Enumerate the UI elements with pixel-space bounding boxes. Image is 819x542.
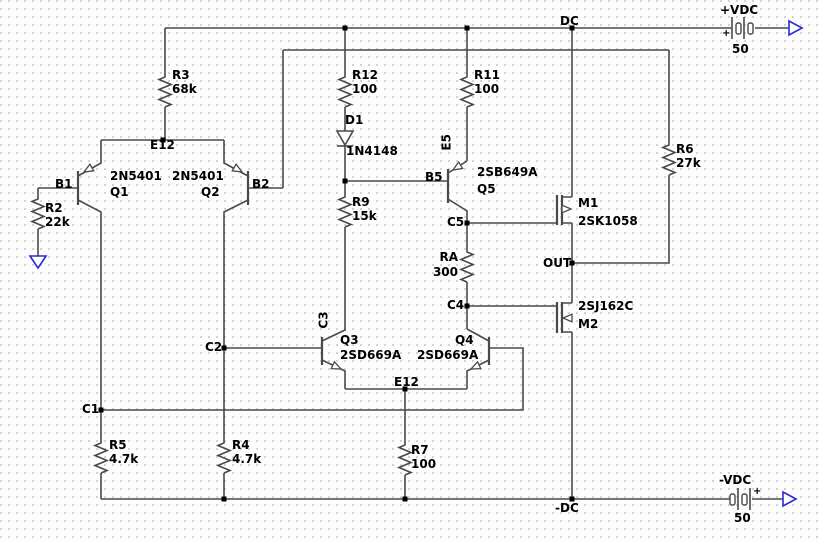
transistor-ref-Q1: Q1 xyxy=(110,185,129,199)
diode-D1[interactable] xyxy=(335,130,355,147)
resistor-ref-R9: R9 xyxy=(352,195,370,209)
source-plus-sign-vneg: + xyxy=(753,486,762,497)
resistor-RA[interactable] xyxy=(460,249,474,283)
node-label-C2: C2 xyxy=(205,340,223,354)
node-label-B2: B2 xyxy=(252,177,270,191)
wire xyxy=(37,27,789,500)
resistor-R2[interactable] xyxy=(31,196,45,230)
resistor-ref-R12: R12 xyxy=(352,68,378,82)
resistor-R7[interactable] xyxy=(398,442,412,476)
source-plus-sign-vpos: + xyxy=(722,28,731,39)
resistor-R9[interactable] xyxy=(338,194,352,228)
transistor-Q1[interactable] xyxy=(76,163,95,205)
node-label-DC: DC xyxy=(560,14,579,28)
node-label-OUT: OUT xyxy=(543,256,572,270)
transistor-part-Q2: 2N5401 xyxy=(172,169,224,183)
resistor-value-R4: 4.7k xyxy=(232,452,262,466)
ground-symbol[interactable] xyxy=(28,255,48,270)
source-label-vneg: -VDC xyxy=(719,473,752,487)
resistor-R5[interactable] xyxy=(94,440,108,474)
battery-vneg[interactable] xyxy=(729,488,751,510)
transistor-Q5[interactable] xyxy=(446,161,464,203)
resistor-ref-R6: R6 xyxy=(676,142,694,156)
node-label-C3: C3 xyxy=(316,311,331,329)
source-value-vneg: 50 xyxy=(734,511,751,525)
resistor-value-R2: 22k xyxy=(45,215,70,229)
resistor-ref-R4: R4 xyxy=(232,438,250,452)
resistor-ref-R3: R3 xyxy=(172,68,190,82)
mosfet-M1[interactable] xyxy=(555,195,572,225)
resistor-ref-R7: R7 xyxy=(411,443,429,457)
transistor-part-Q5: 2SB649A xyxy=(477,165,538,179)
port-arrow-vpos[interactable] xyxy=(788,19,804,37)
diode-value-D1: 1N4148 xyxy=(346,144,398,158)
resistor-value-R12: 100 xyxy=(352,82,378,96)
node-label-E12-bottom: E12 xyxy=(394,375,419,389)
transistor-ref-Q5: Q5 xyxy=(477,182,496,196)
resistor-value-R6: 27k xyxy=(676,156,701,170)
node-label-B1: B1 xyxy=(55,177,73,191)
resistor-ref-R11: R11 xyxy=(474,68,500,82)
resistor-R6[interactable] xyxy=(662,142,676,176)
resistor-value-R5: 4.7k xyxy=(109,452,139,466)
resistor-ref-R5: R5 xyxy=(109,438,127,452)
transistor-part-Q3: 2SD669A xyxy=(340,348,402,362)
source-value-vpos: 50 xyxy=(732,42,749,56)
mosfet-part-M2: 2SJ162C xyxy=(578,299,634,313)
diode-ref-D1: D1 xyxy=(345,113,364,127)
source-label-vpos: +VDC xyxy=(720,3,759,17)
node-label-C4: C4 xyxy=(447,298,465,312)
transistor-Q4[interactable] xyxy=(468,337,491,374)
node-label-B5: B5 xyxy=(425,170,443,184)
transistor-ref-Q4: Q4 xyxy=(455,333,474,347)
transistor-Q3[interactable] xyxy=(320,337,344,374)
mosfet-ref-M1: M1 xyxy=(578,196,599,210)
mosfet-ref-M2: M2 xyxy=(578,317,599,331)
resistor-ref-RA: RA xyxy=(439,250,458,264)
resistor-R4[interactable] xyxy=(217,440,231,474)
port-arrow-vneg[interactable] xyxy=(782,490,798,508)
node-label-E5: E5 xyxy=(439,134,454,151)
node-label-E12-top: E12 xyxy=(150,138,175,152)
node-label-C5: C5 xyxy=(447,215,465,229)
resistor-value-R11: 100 xyxy=(474,82,500,96)
transistor-part-Q4: 2SD669A xyxy=(417,348,479,362)
node-label-C1: C1 xyxy=(82,402,100,416)
resistor-value-RA: 300 xyxy=(432,265,458,279)
transistor-ref-Q2: Q2 xyxy=(201,185,220,199)
resistor-value-R9: 15k xyxy=(352,209,377,223)
resistor-R3[interactable] xyxy=(158,74,172,108)
node-label-neg-DC: -DC xyxy=(555,501,579,515)
resistor-value-R7: 100 xyxy=(411,457,437,471)
resistor-value-R3: 68k xyxy=(172,82,197,96)
resistor-R12[interactable] xyxy=(338,74,352,108)
mosfet-M2[interactable] xyxy=(555,302,573,333)
transistor-ref-Q3: Q3 xyxy=(340,333,359,347)
battery-vpos[interactable] xyxy=(731,17,754,39)
junction-dots xyxy=(98,25,575,502)
mosfet-part-M1: 2SK1058 xyxy=(578,214,638,228)
transistor-part-Q1: 2N5401 xyxy=(110,169,162,183)
resistor-R11[interactable] xyxy=(460,74,474,108)
transistor-Q2[interactable] xyxy=(231,163,250,205)
resistor-ref-R2: R2 xyxy=(45,201,63,215)
